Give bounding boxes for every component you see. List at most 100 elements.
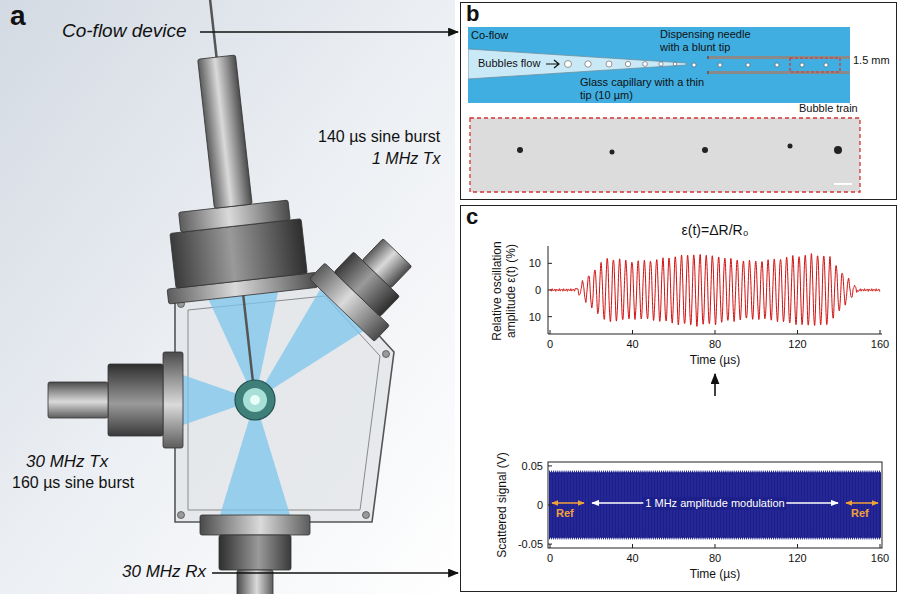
- transducer-label: 30 MHz Tx: [26, 452, 108, 472]
- bolt: [383, 351, 390, 358]
- oscillation-trace: [550, 254, 880, 327]
- transducer-label: 30 MHz Rx: [122, 562, 206, 582]
- signal-texture: [587, 472, 588, 537]
- needle-tip: [707, 56, 709, 59]
- bubble: [718, 63, 722, 67]
- bubble-image: [702, 147, 708, 153]
- signal-texture: [623, 474, 624, 535]
- tick: [548, 465, 552, 466]
- signal-texture: [602, 474, 603, 537]
- signal-texture: [872, 474, 873, 535]
- signal-texture: [620, 472, 621, 538]
- reference-arrow: [846, 502, 878, 504]
- micrograph: [470, 118, 860, 192]
- device-label: Co-flow device: [62, 20, 187, 42]
- signal-texture: [839, 475, 840, 536]
- tick-label: 0: [535, 284, 541, 297]
- tick: [550, 544, 551, 548]
- focal-ring-inner: [243, 388, 267, 412]
- signal-texture: [794, 473, 795, 537]
- signal-texture: [821, 473, 822, 537]
- tick-label: 10: [529, 310, 541, 323]
- signal-texture: [848, 473, 849, 538]
- plot-title: ε(t)=ΔR/R₀: [682, 222, 749, 238]
- tick: [715, 544, 716, 548]
- signal-texture: [629, 474, 630, 536]
- transducer-part: [108, 364, 163, 436]
- signal-texture: [863, 472, 864, 537]
- bubble: [606, 61, 612, 67]
- panel-background: [0, 0, 455, 594]
- signal-texture: [626, 473, 627, 538]
- panel-b: bCo-flowBubbles flowDispensing needle wi…: [460, 2, 897, 200]
- flow-label: Bubbles flow: [476, 57, 542, 70]
- tick: [880, 330, 881, 334]
- tick: [548, 505, 552, 506]
- signal-texture: [800, 474, 801, 537]
- signal-texture: [608, 473, 609, 537]
- tick-label: 40: [626, 338, 638, 351]
- part-label: Glass capillary with a thin tip (10 µm): [580, 76, 715, 101]
- bubble: [692, 63, 696, 67]
- signal-label: 160 µs sine burst: [12, 474, 134, 492]
- part-label: Dispensing needle with a blunt tip: [660, 28, 770, 53]
- axis-title: Scattered signal (V): [496, 452, 510, 557]
- signal-label: 140 µs sine burst: [318, 128, 440, 146]
- tick-label: 0.05: [522, 460, 543, 473]
- tick: [797, 544, 798, 548]
- signal-texture: [827, 474, 828, 537]
- signal-texture: [566, 472, 567, 537]
- focal-ring: [235, 380, 275, 420]
- signal-texture: [575, 474, 576, 537]
- axis-title: Time (µs): [690, 568, 740, 582]
- signal-texture: [560, 472, 561, 537]
- transducer: [200, 515, 310, 594]
- signal-texture: [809, 472, 810, 537]
- annotation: 1 MHz amplitude modulation: [643, 497, 786, 510]
- bubble: [625, 61, 630, 66]
- transducer-part: [362, 239, 412, 288]
- signal-texture: [605, 473, 606, 536]
- signal-texture: [797, 474, 798, 537]
- flow-arrow: [546, 60, 559, 68]
- signal-texture: [554, 473, 555, 538]
- bubble-image: [788, 144, 793, 149]
- transducer-label: 1 MHz Tx: [372, 150, 440, 168]
- tick-label: -0.05: [518, 538, 543, 551]
- signal-texture: [833, 474, 834, 535]
- signal-texture: [584, 474, 585, 535]
- panel-letter: a: [10, 0, 26, 32]
- tick: [632, 544, 633, 548]
- tick: [548, 263, 552, 264]
- transducer-part: [200, 515, 310, 535]
- bubble: [824, 63, 828, 67]
- dimension: 1.5 mm: [853, 54, 890, 67]
- tick: [548, 316, 552, 317]
- transducer: [142, 49, 318, 304]
- signal-texture: [617, 475, 618, 536]
- plot-frame: [548, 462, 882, 548]
- tick-label: 160: [871, 552, 889, 565]
- tick-label: 160: [871, 338, 889, 351]
- bubble-image: [834, 146, 842, 154]
- signal-texture: [596, 474, 597, 535]
- bubble: [585, 61, 591, 67]
- panel-c: c: [460, 205, 897, 592]
- signal-texture: [593, 472, 594, 537]
- signal-texture: [611, 474, 612, 536]
- axis-title: Relative oscillation amplitude ε(t) (%): [491, 229, 519, 354]
- signal-texture: [845, 474, 846, 535]
- signal-texture: [581, 473, 582, 537]
- transducer-part: [163, 352, 183, 448]
- transducer: [48, 352, 183, 448]
- signal-texture: [842, 472, 843, 537]
- signal-texture: [878, 474, 879, 536]
- tick-label: 80: [709, 338, 721, 351]
- signal-texture: [578, 474, 579, 537]
- signal-texture: [857, 473, 858, 537]
- bubble: [643, 62, 648, 67]
- axis-title: Time (µs): [690, 354, 740, 368]
- signal-texture: [806, 474, 807, 535]
- glass-capillary: [468, 49, 686, 79]
